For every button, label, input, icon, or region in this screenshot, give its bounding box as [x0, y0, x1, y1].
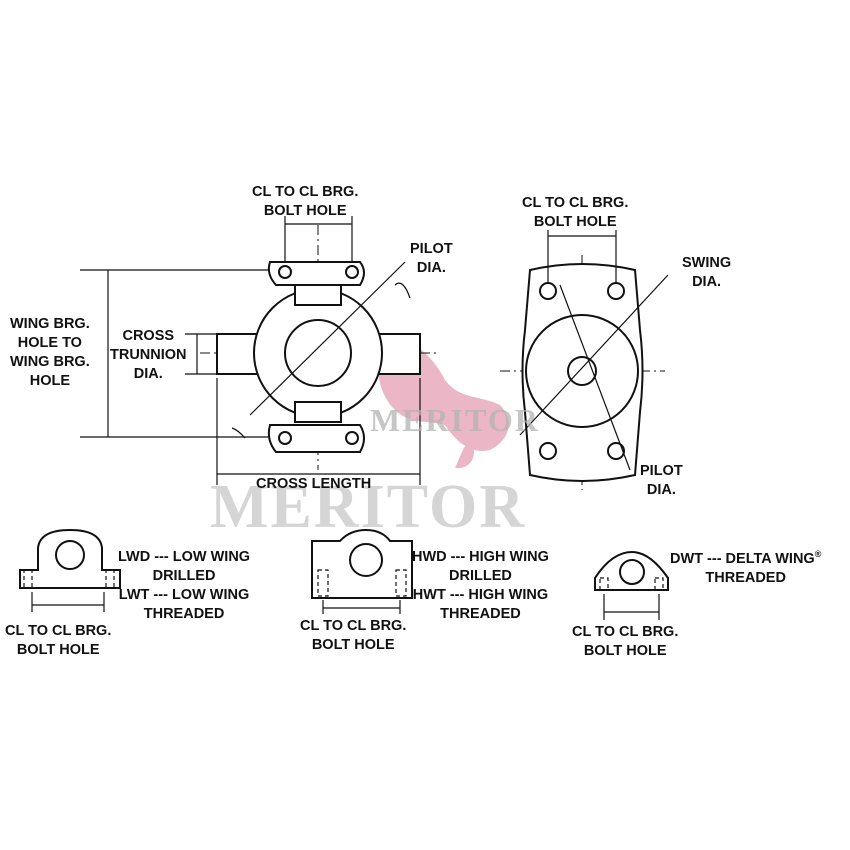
yoke-side-view — [500, 230, 669, 490]
low-wing-shape — [19, 528, 121, 612]
label-dwt: DWT --- DELTA WING® THREADED — [670, 549, 822, 586]
label-cl-bolt-top-left: CL TO CL BRG.BOLT HOLE — [252, 184, 359, 219]
watermark-small: MERITOR — [370, 402, 540, 438]
label-cl-bolt-bottom-1: CL TO CL BRG.BOLT HOLE — [5, 623, 112, 658]
watermark-large: MERITOR — [210, 473, 527, 541]
delta-wing-shape — [594, 550, 669, 620]
label-cl-bolt-bottom-3: CL TO CL BRG.BOLT HOLE — [572, 624, 679, 659]
label-cross-length: CROSS LENGTH — [256, 476, 372, 492]
label-cl-bolt-bottom-2: CL TO CL BRG.BOLT HOLE — [300, 618, 407, 653]
label-cl-bolt-top-right: CL TO CL BRG.BOLT HOLE — [522, 195, 629, 230]
registered-mark: ® — [814, 549, 822, 559]
cross-front-view — [80, 216, 440, 485]
high-wing-shape — [311, 528, 413, 614]
label-wing-brg: WING BRG.HOLE TO WING BRG.HOLE — [10, 316, 90, 389]
